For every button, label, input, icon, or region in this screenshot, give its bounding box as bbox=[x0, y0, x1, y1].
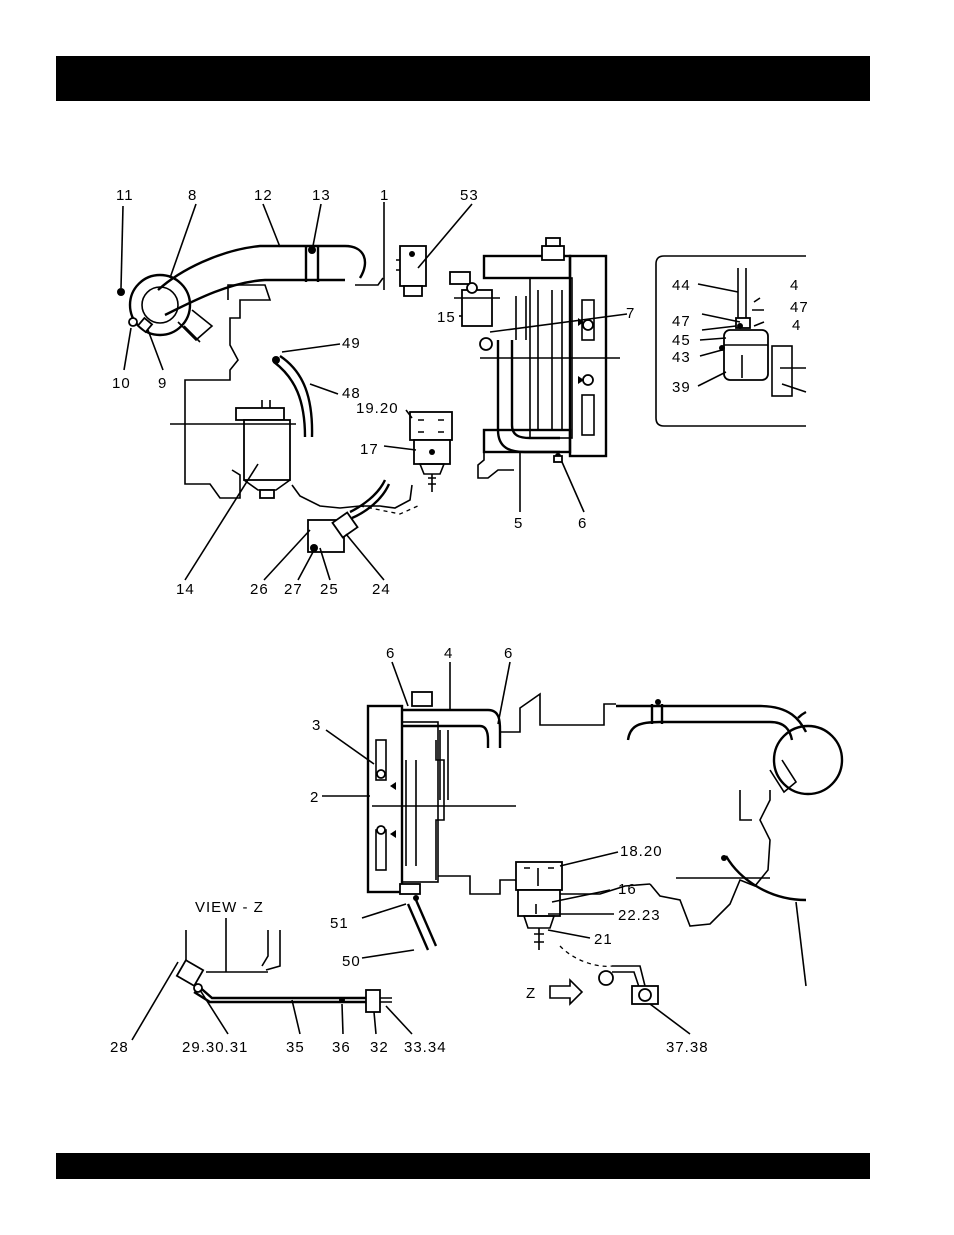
label-27: 27 bbox=[284, 581, 303, 598]
label-53: 53 bbox=[460, 187, 479, 204]
label-37-38: 37.38 bbox=[666, 1039, 709, 1056]
label-17: 17 bbox=[360, 441, 379, 458]
label-44: 44 bbox=[672, 277, 691, 294]
label-50: 50 bbox=[342, 953, 361, 970]
label-13: 13 bbox=[312, 187, 331, 204]
label-29-30-31: 29.30.31 bbox=[182, 1039, 248, 1056]
label-49: 49 bbox=[342, 335, 361, 352]
label-9: 9 bbox=[158, 375, 167, 392]
label-6: 6 bbox=[578, 515, 587, 532]
label-18-20: 18.20 bbox=[620, 843, 663, 860]
label-24: 24 bbox=[372, 581, 391, 598]
label-16: 16 bbox=[618, 881, 637, 898]
label-47-a: 47 bbox=[672, 313, 691, 330]
label-43: 43 bbox=[672, 349, 691, 366]
label-3: 3 bbox=[312, 717, 321, 734]
label-4-b: 4 bbox=[792, 317, 801, 334]
upper-view bbox=[117, 202, 627, 580]
label-14: 14 bbox=[176, 581, 195, 598]
label-6-a: 6 bbox=[386, 645, 395, 662]
label-21: 21 bbox=[594, 931, 613, 948]
label-22-23: 22.23 bbox=[618, 907, 661, 924]
label-8: 8 bbox=[188, 187, 197, 204]
label-51: 51 bbox=[330, 915, 349, 932]
label-33-34: 33.34 bbox=[404, 1039, 447, 1056]
label-7: 7 bbox=[626, 305, 635, 322]
label-32: 32 bbox=[370, 1039, 389, 1056]
label-28: 28 bbox=[110, 1039, 129, 1056]
label-11: 11 bbox=[116, 187, 134, 204]
label-35: 35 bbox=[286, 1039, 305, 1056]
label-10: 10 bbox=[112, 375, 131, 392]
label-26: 26 bbox=[250, 581, 269, 598]
label-4-a: 4 bbox=[790, 277, 799, 294]
label-12: 12 bbox=[254, 187, 273, 204]
label-z: Z bbox=[526, 985, 536, 1002]
label-39: 39 bbox=[672, 379, 691, 396]
label-47-b: 47 bbox=[790, 299, 809, 316]
label-15: 15 bbox=[437, 309, 456, 326]
label-19-20: 19.20 bbox=[356, 400, 399, 417]
label-2: 2 bbox=[310, 789, 319, 806]
label-25: 25 bbox=[320, 581, 339, 598]
label-45: 45 bbox=[672, 332, 691, 349]
label-6-b: 6 bbox=[504, 645, 513, 662]
lower-view bbox=[132, 662, 842, 1040]
label-1: 1 bbox=[380, 187, 389, 204]
label-4: 4 bbox=[444, 645, 453, 662]
label-36: 36 bbox=[332, 1039, 351, 1056]
view-z-label: VIEW - Z bbox=[195, 899, 264, 916]
label-5: 5 bbox=[514, 515, 523, 532]
